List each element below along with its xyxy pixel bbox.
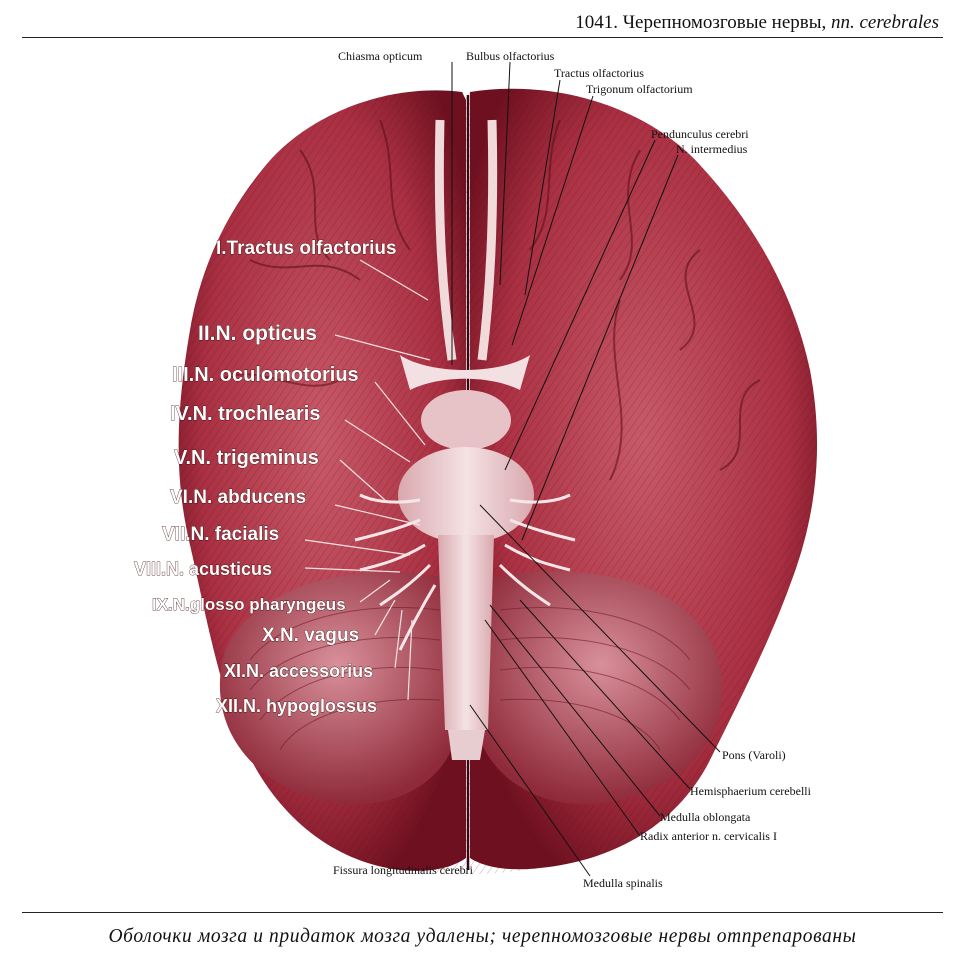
nerve-roots <box>354 493 576 651</box>
label-radix-anterior: Radix anterior n. cervicalis I <box>640 829 777 843</box>
plate-header: 1041. Черепномозговые нервы, nn. cerebra… <box>575 12 939 34</box>
folia <box>249 607 691 751</box>
label-medulla-spinalis: Medulla spinalis <box>583 876 663 890</box>
label-nerve-2: II.N. opticus <box>198 322 317 345</box>
label-nerve-3: III.N. oculomotorius <box>172 364 359 386</box>
nerve-leaders <box>304 259 431 701</box>
gyri <box>219 119 761 481</box>
right-olfactory-tract <box>477 119 498 361</box>
label-pendunculus-cerebri: Pendunculus cerebri <box>651 127 749 141</box>
cerebellum <box>219 571 723 805</box>
label-nerve-4: IV.N. trochlearis <box>170 403 320 425</box>
label-n-intermedius: N. intermedius <box>676 142 748 156</box>
label-nerve-1: I.Tractus olfactorius <box>216 238 397 259</box>
label-nerve-10: X.N. vagus <box>262 625 359 646</box>
plate-number-title: 1041. Черепномозговые нервы, <box>575 12 827 33</box>
left-cerebellar-hemisphere <box>219 571 455 805</box>
label-tractus-olfactorius: Tractus olfactorius <box>554 66 644 80</box>
plate-caption: Оболочки мозга и придаток мозга удалены;… <box>108 926 857 947</box>
label-nerve-11: XI.N. accessorius <box>224 661 373 681</box>
medulla-oblongata <box>438 535 494 730</box>
caption-rule <box>22 912 943 913</box>
header-rule <box>22 37 943 38</box>
label-bulbus-olfactorius: Bulbus olfactorius <box>466 49 555 63</box>
label-hemisphaerium-cerebelli: Hemisphaerium cerebelli <box>690 784 812 798</box>
label-trigonum-olfactorium: Trigonum olfactorium <box>586 82 693 96</box>
plate-latin-title: nn. cerebrales <box>831 12 939 33</box>
label-nerve-5: V.N. trigeminus <box>174 447 319 469</box>
label-fissura-longitudinalis: Fissura longitudinalis cerebri <box>333 863 474 877</box>
structure-leaders <box>451 61 721 877</box>
label-medulla-oblongata: Medulla oblongata <box>660 810 751 824</box>
midline-structures <box>354 119 576 760</box>
label-pons: Pons (Varoli) <box>722 748 786 762</box>
label-nerve-12: XII.N. hypoglossus <box>216 696 377 716</box>
left-olfactory-tract <box>434 119 457 361</box>
medulla-spinalis <box>448 730 485 760</box>
optic-chiasm <box>400 355 530 390</box>
label-nerve-6: VI.N. abducens <box>170 487 306 508</box>
pons <box>398 447 534 543</box>
label-chiasma-opticum: Chiasma opticum <box>338 49 423 63</box>
label-nerve-9: IX.N.glosso pharyngeus <box>152 595 346 614</box>
label-nerve-7: VII.N. facialis <box>162 524 279 545</box>
right-cerebellar-hemisphere <box>480 571 723 805</box>
label-nerve-8: VIII.N. acusticus <box>134 559 272 579</box>
mammillary-region <box>421 390 511 450</box>
